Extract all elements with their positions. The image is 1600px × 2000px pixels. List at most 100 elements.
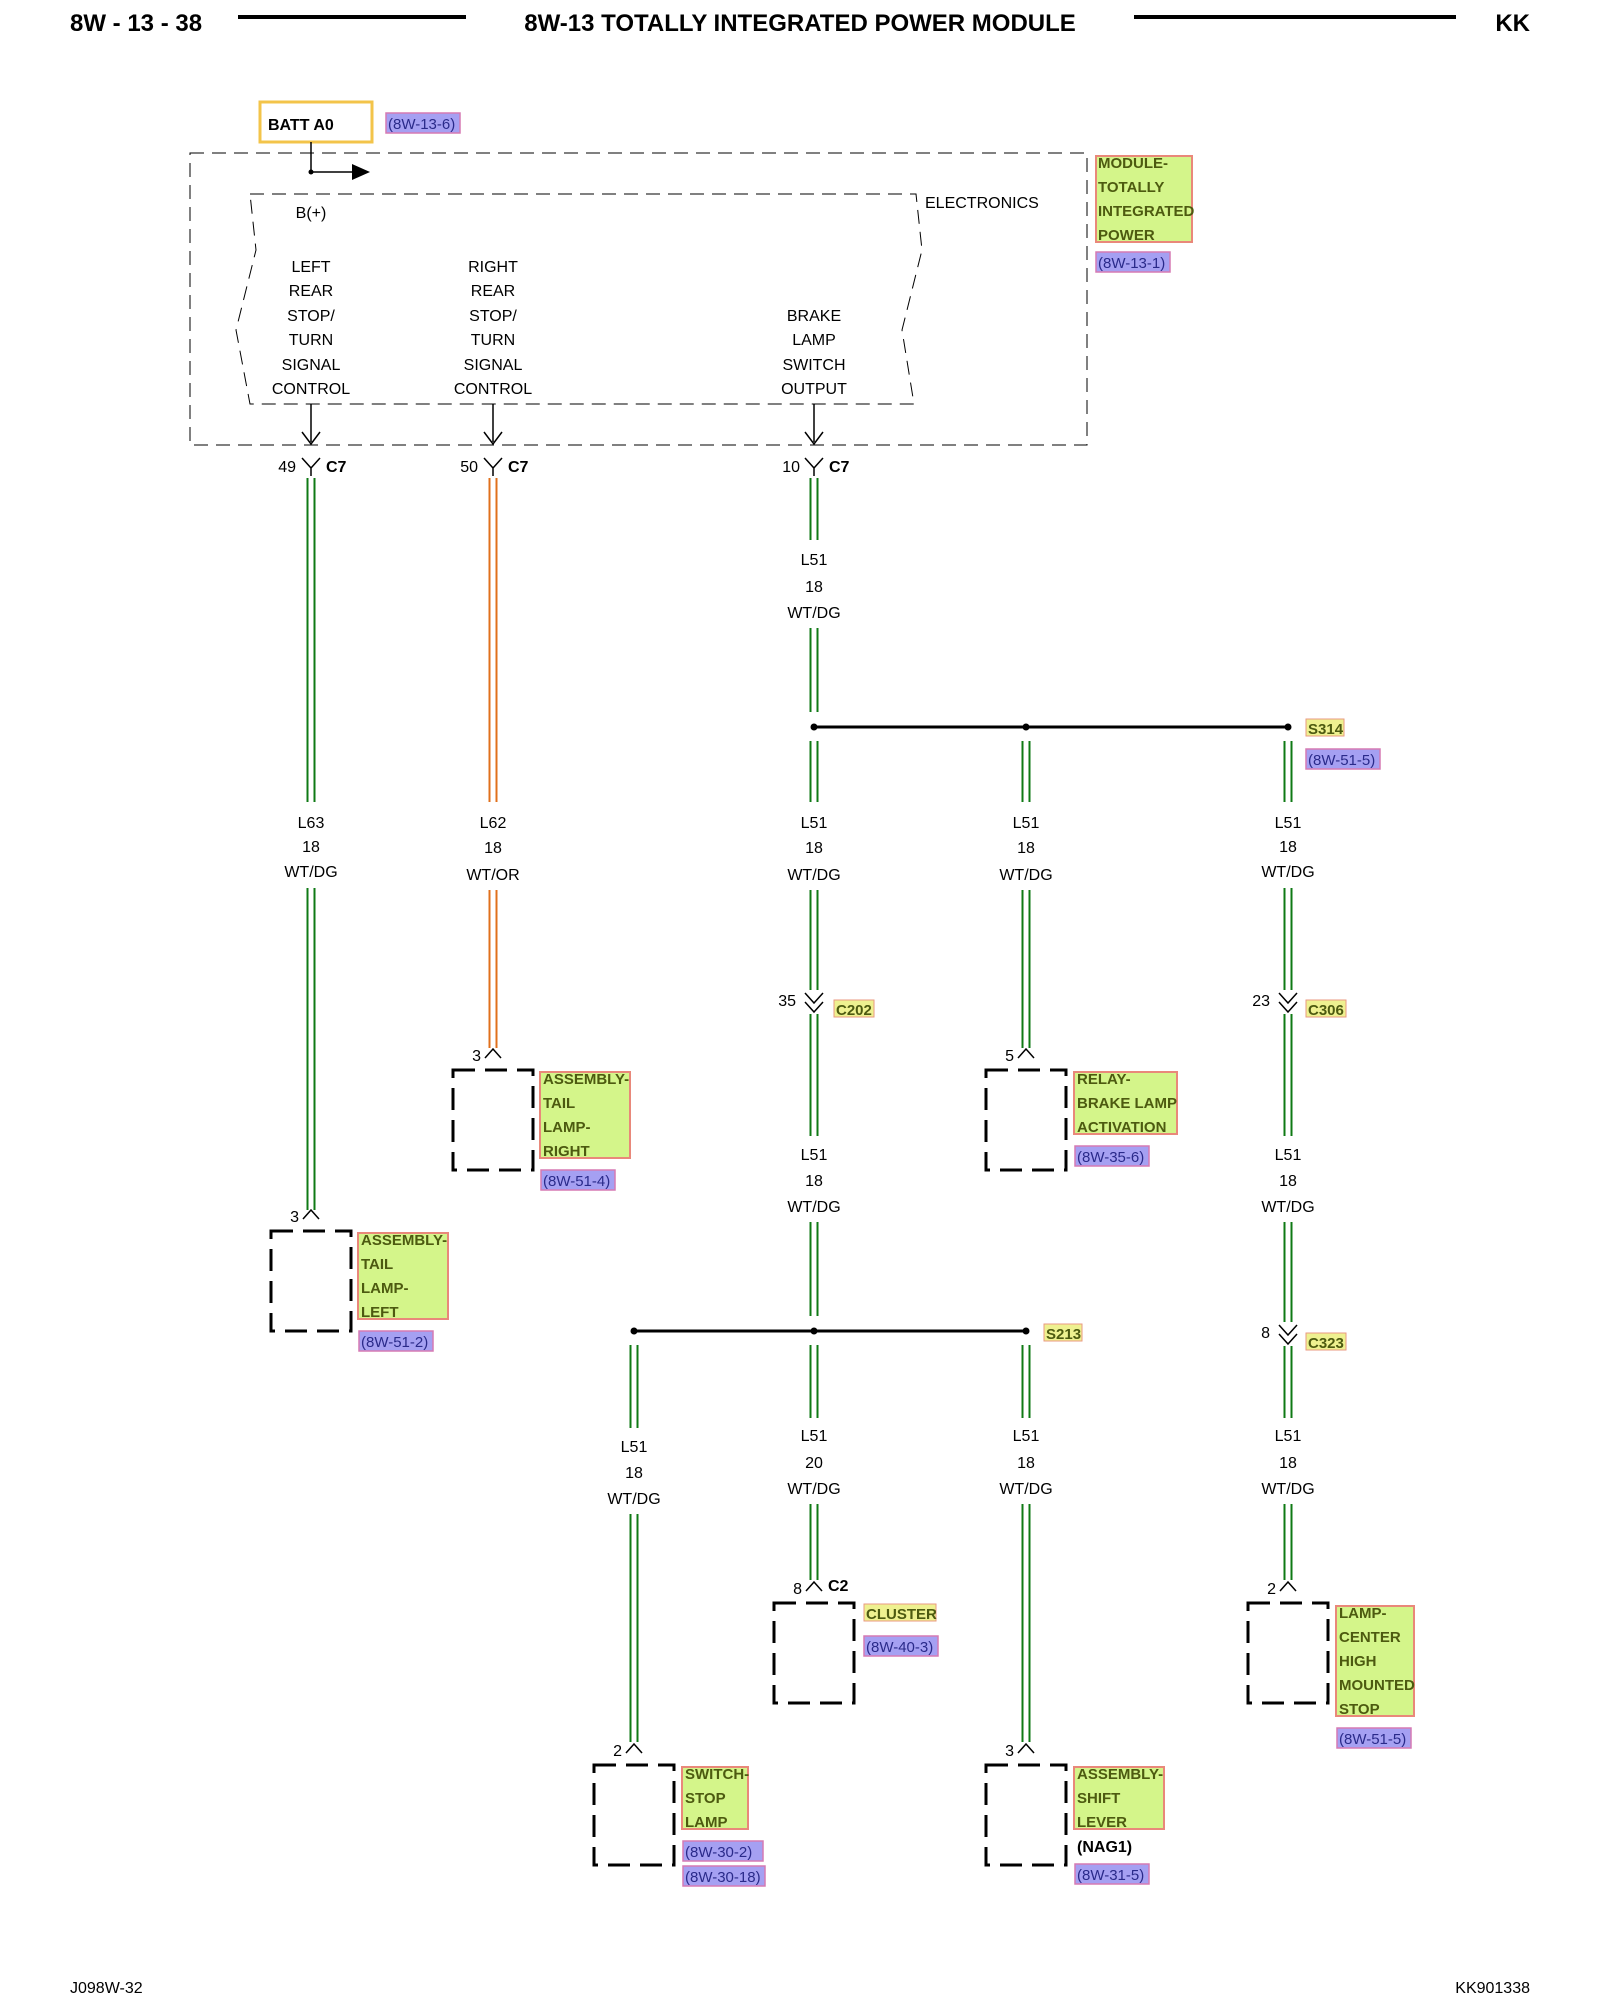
svg-text:LEFT: LEFT xyxy=(361,1304,399,1321)
c7-pin-49: 49 C7 xyxy=(278,457,347,476)
svg-text:WT/DG: WT/DG xyxy=(999,1481,1052,1498)
relay-brake-name: RELAY- BRAKE LAMP ACTIVATION xyxy=(1077,1071,1177,1136)
stop-switch-ref-box-1[interactable] xyxy=(682,1840,764,1862)
splice-s314: S314 xyxy=(810,718,1345,738)
shift-lever-label-box xyxy=(1073,1766,1165,1830)
s314-right-wire-label: L51 18 WT/DG xyxy=(1261,815,1314,881)
wire-s213-left-upper xyxy=(629,1345,639,1428)
shift-lever-ref-box[interactable] xyxy=(1074,1863,1150,1885)
cluster-ref[interactable]: (8W-40-3) xyxy=(866,1639,933,1656)
svg-text:C306: C306 xyxy=(1308,1002,1344,1019)
wire-s213-right-lower xyxy=(1021,1504,1031,1742)
component-tail-lamp-left: 3 xyxy=(269,1208,353,1333)
svg-text:18: 18 xyxy=(302,839,320,856)
model-code: KK xyxy=(1495,10,1530,37)
svg-text:STOP/: STOP/ xyxy=(469,308,517,325)
relay-brake-ref[interactable]: (8W-35-6) xyxy=(1077,1149,1144,1166)
module-component-box xyxy=(1095,155,1193,243)
module-ref-box[interactable] xyxy=(1095,251,1171,273)
tail-lamp-right-ref-box[interactable] xyxy=(540,1169,616,1191)
svg-text:L51: L51 xyxy=(1275,1428,1302,1445)
tail-lamp-left-ref[interactable]: (8W-51-2) xyxy=(361,1334,428,1351)
svg-text:C2: C2 xyxy=(828,1578,849,1595)
chmsl-ref[interactable]: (8W-51-5) xyxy=(1339,1731,1406,1748)
stop-switch-ref-box-2[interactable] xyxy=(682,1865,766,1887)
svg-text:5: 5 xyxy=(1005,1048,1014,1065)
svg-text:MOUNTED: MOUNTED xyxy=(1339,1677,1415,1694)
module-ref[interactable]: (8W-13-1) xyxy=(1098,255,1165,272)
wire-l63-upper xyxy=(306,478,316,802)
tail-lamp-right-label-box xyxy=(539,1071,631,1159)
svg-text:18: 18 xyxy=(1279,1455,1297,1472)
stop-switch-ref-1[interactable]: (8W-30-2) xyxy=(685,1844,752,1861)
s314-center-wire-label: L51 18 WT/DG xyxy=(787,815,840,884)
batt-feed-arrowhead-icon xyxy=(352,164,370,180)
output-arrows xyxy=(301,404,824,446)
svg-text:BRAKE: BRAKE xyxy=(787,308,841,325)
svg-text:CENTER: CENTER xyxy=(1339,1629,1401,1646)
svg-text:L51: L51 xyxy=(621,1439,648,1456)
chmsl-ref-box[interactable] xyxy=(1336,1727,1412,1749)
wire-s314-relay-upper xyxy=(1021,741,1031,802)
svg-text:STOP: STOP xyxy=(685,1790,726,1807)
stop-switch-name: SWITCH- STOP LAMP xyxy=(685,1766,749,1831)
module-name-line-2: TOTALLY xyxy=(1098,179,1164,196)
inline-connector-c306: 23 C306 xyxy=(1252,992,1347,1019)
wire-c202-after-upper xyxy=(809,1014,819,1136)
shift-lever-ref[interactable]: (8W-31-5) xyxy=(1077,1867,1144,1884)
tail-lamp-right-ref[interactable]: (8W-51-4) xyxy=(543,1173,610,1190)
c323-after-wire-label: L51 18 WT/DG xyxy=(1261,1428,1314,1498)
stop-switch-ref-2[interactable]: (8W-30-18) xyxy=(685,1869,761,1886)
svg-text:LEFT: LEFT xyxy=(291,259,330,276)
inline-connector-c323: 8 C323 xyxy=(1261,1324,1347,1352)
wire-c306-after-upper xyxy=(1283,1014,1293,1136)
svg-text:LAMP-: LAMP- xyxy=(361,1280,409,1297)
svg-text:LAMP-: LAMP- xyxy=(543,1119,591,1136)
cluster-ref-box[interactable] xyxy=(863,1635,939,1657)
module-outline xyxy=(189,152,1088,446)
batt-ref[interactable]: (8W-13-6) xyxy=(388,116,455,133)
wire-l63-lower xyxy=(306,888,316,1210)
component-relay-brake: 5 xyxy=(984,1047,1068,1172)
wire-s314-center-lower xyxy=(809,890,819,990)
svg-text:LAMP-: LAMP- xyxy=(1339,1605,1387,1622)
cluster-name: CLUSTER xyxy=(866,1606,937,1623)
svg-text:WT/OR: WT/OR xyxy=(466,867,519,884)
wire-s213-center-lower xyxy=(809,1504,819,1580)
svg-text:L51: L51 xyxy=(801,1147,828,1164)
inline-connector-c202: 35 C202 xyxy=(778,992,875,1019)
svg-text:WT/DG: WT/DG xyxy=(284,864,337,881)
svg-text:18: 18 xyxy=(484,840,502,857)
svg-text:C7: C7 xyxy=(508,459,529,476)
s213-left-wire-label: L51 18 WT/DG xyxy=(607,1439,660,1508)
s314-ref-box[interactable] xyxy=(1305,748,1381,770)
svg-text:TAIL: TAIL xyxy=(543,1095,575,1112)
svg-text:3: 3 xyxy=(1005,1743,1014,1760)
batt-ref-box[interactable] xyxy=(385,112,461,134)
svg-text:10: 10 xyxy=(782,459,800,476)
tail-lamp-left-ref-box[interactable] xyxy=(358,1330,434,1352)
svg-text:18: 18 xyxy=(625,1465,643,1482)
svg-text:18: 18 xyxy=(1279,839,1297,856)
s314-ref[interactable]: (8W-51-5) xyxy=(1308,752,1375,769)
svg-text:S213: S213 xyxy=(1046,1326,1081,1343)
svg-text:REAR: REAR xyxy=(471,283,515,300)
tail-lamp-left-name: ASSEMBLY- TAIL LAMP- LEFT xyxy=(361,1232,447,1321)
svg-text:C7: C7 xyxy=(326,459,347,476)
shift-lever-name: ASSEMBLY- SHIFT LEVER xyxy=(1077,1766,1163,1831)
stop-switch-label-box xyxy=(681,1766,749,1830)
svg-text:WT/DG: WT/DG xyxy=(1261,1199,1314,1216)
svg-text:WT/DG: WT/DG xyxy=(999,867,1052,884)
svg-text:ASSEMBLY-: ASSEMBLY- xyxy=(1077,1766,1163,1783)
svg-text:LAMP: LAMP xyxy=(792,332,836,349)
svg-text:WT/DG: WT/DG xyxy=(607,1491,660,1508)
relay-brake-ref-box[interactable] xyxy=(1074,1145,1150,1167)
wire-l62-lower xyxy=(488,890,498,1048)
tail-lamp-left-label-box xyxy=(357,1232,449,1320)
shift-lever-note: (NAG1) xyxy=(1077,1839,1132,1856)
left-tail-wire-label: L63 18 WT/DG xyxy=(284,815,337,881)
c306-after-wire-label: L51 18 WT/DG xyxy=(1261,1147,1314,1216)
svg-text:L51: L51 xyxy=(801,1428,828,1445)
module-name-line-1: MODULE- xyxy=(1098,155,1168,172)
